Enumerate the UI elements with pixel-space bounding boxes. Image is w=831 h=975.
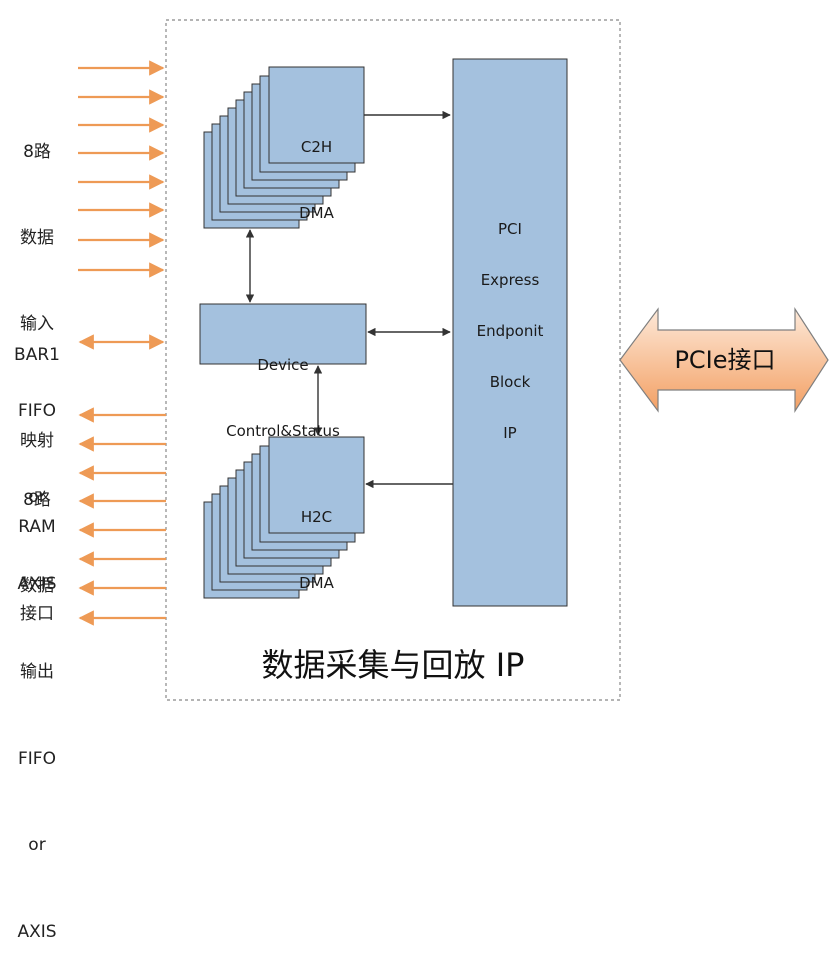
c2h-label-line: C2H: [300, 138, 333, 156]
h2c-dma-label: H2C DMA: [269, 462, 364, 616]
pci-label-line: IP: [503, 424, 517, 442]
output-label-line: 数据: [20, 575, 54, 596]
device-label-line: Control&Status: [226, 422, 340, 440]
pci-express-block: [452, 58, 568, 607]
c2h-dma-stack: [203, 66, 365, 229]
pcie-interface-arrow: [619, 306, 829, 414]
diagram-title: 数据采集与回放 IP: [261, 646, 525, 684]
bar1-label-line: RAM: [18, 517, 56, 538]
output-label-line: or: [28, 835, 46, 856]
h2c-label-line: DMA: [299, 574, 334, 592]
pci-label-line: PCI: [498, 220, 522, 238]
input-label-line: 输入: [20, 314, 54, 335]
output-label-line: 8路: [23, 489, 51, 510]
input-arrows: [78, 60, 165, 278]
input-label-line: or: [28, 487, 46, 508]
device-label-line: Device: [257, 356, 309, 374]
output-label-group: 8路 数据 输出 FIFO or AXIS: [0, 428, 74, 975]
h2c-dma-stack: [203, 436, 365, 599]
c2h-dma-label: C2H DMA: [269, 92, 364, 246]
pcie-interface-label: PCIe接口: [674, 346, 776, 374]
output-label-line: 输出: [20, 662, 54, 683]
input-label-line: AXIS: [17, 573, 57, 594]
device-control-box: [199, 303, 367, 365]
input-label-line: 8路: [23, 141, 51, 162]
pci-label-line: Endponit: [476, 322, 544, 340]
bar1-label-line: 接口: [20, 603, 54, 624]
pci-label-line: Express: [480, 271, 540, 289]
bar1-label-line: BAR1: [14, 344, 60, 365]
bar1-label-group: BAR1 映射 RAM 接口: [0, 283, 74, 657]
output-arrows: [78, 407, 166, 626]
bar1-label-line: 映射: [20, 430, 54, 451]
pci-label-line: Block: [489, 373, 531, 391]
internal-connectors: [245, 110, 453, 489]
h2c-label-line: H2C: [300, 508, 333, 526]
input-label-line: 数据: [20, 227, 54, 248]
output-label-line: AXIS: [17, 921, 57, 942]
output-label-line: FIFO: [18, 748, 56, 769]
device-control-label: Device Control&Status: [200, 310, 366, 464]
input-label-line: FIFO: [18, 400, 56, 421]
c2h-label-line: DMA: [299, 204, 334, 222]
input-label-group: 8路 数据 输入 FIFO or AXIS: [0, 80, 74, 627]
diagram-canvas: [78, 19, 829, 701]
